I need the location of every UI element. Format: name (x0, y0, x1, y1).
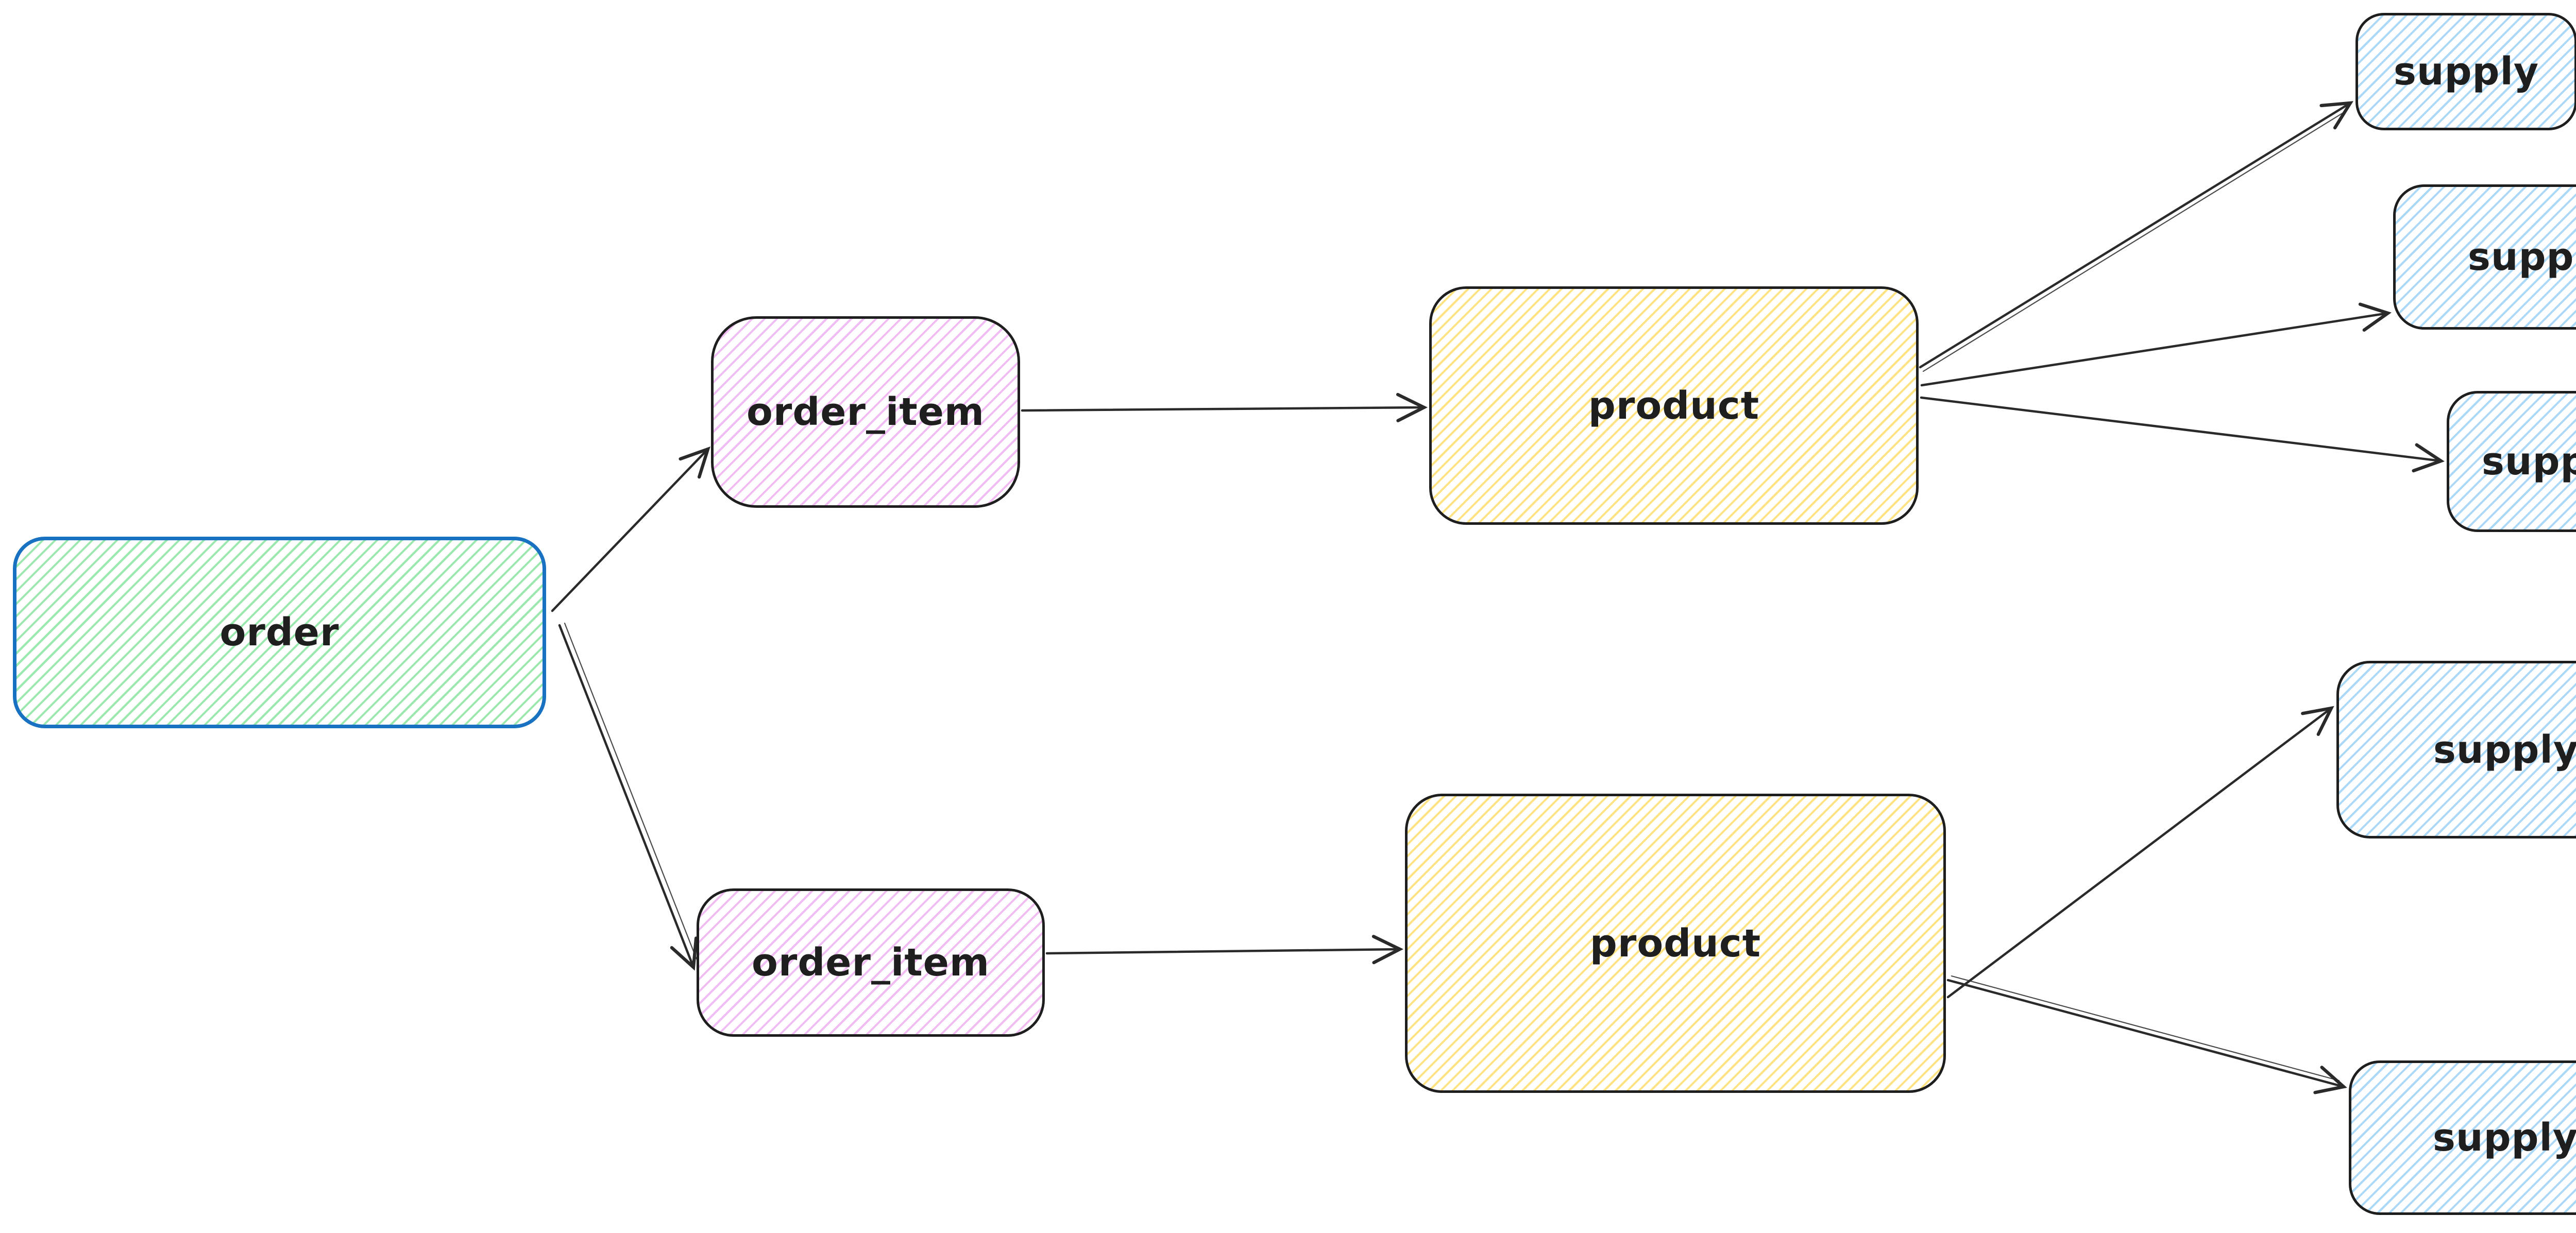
edge-product-top-to-supply-1[interactable] (1919, 101, 2354, 369)
node-order-label: order (219, 610, 340, 655)
node-supply-4[interactable]: supply (2336, 661, 2576, 838)
node-supply-5[interactable]: supply (2349, 1060, 2576, 1215)
edge-product-top-to-supply-1-overdraw (1922, 112, 2344, 372)
edge-product-top-to-supply-3[interactable] (1920, 396, 2445, 473)
node-supply-3[interactable]: supply (2447, 391, 2576, 532)
node-order-item-bottom-label: order_item (751, 940, 990, 985)
node-order-item-bottom[interactable]: order_item (697, 888, 1045, 1037)
node-supply-3-label: supply (2481, 439, 2576, 484)
node-supply-2-label: supply (2467, 235, 2576, 279)
edge-product-bottom-to-supply-5-overdraw (1951, 975, 2340, 1082)
node-order[interactable]: order (13, 537, 546, 728)
node-product-top[interactable]: product (1429, 286, 1919, 525)
node-supply-2[interactable]: supply (2393, 184, 2576, 330)
node-supply-5-label: supply (2432, 1116, 2576, 1160)
edge-order-to-order-item-bottom-overdraw (564, 622, 698, 960)
node-supply-1-label: supply (2393, 49, 2539, 94)
edge-order-item-bottom-to-product-bottom[interactable] (1045, 935, 1404, 965)
node-order-item-top-label: order_item (746, 390, 985, 434)
node-product-bottom-label: product (1589, 921, 1761, 966)
node-product-bottom[interactable]: product (1405, 794, 1946, 1093)
node-order-item-top[interactable]: order_item (711, 316, 1020, 508)
edge-order-to-order-item-bottom[interactable] (558, 624, 698, 971)
edge-product-bottom-to-supply-5[interactable] (1946, 979, 2347, 1094)
edge-order-item-top-to-product-top[interactable] (1021, 392, 1428, 422)
node-supply-1[interactable]: supply (2355, 13, 2576, 130)
edge-order-to-order-item-top[interactable] (551, 446, 710, 612)
node-product-top-label: product (1588, 383, 1760, 428)
edge-product-bottom-to-supply-4[interactable] (1946, 706, 2334, 999)
node-supply-4-label: supply (2433, 727, 2576, 772)
edge-product-top-to-supply-2[interactable] (1920, 302, 2392, 387)
